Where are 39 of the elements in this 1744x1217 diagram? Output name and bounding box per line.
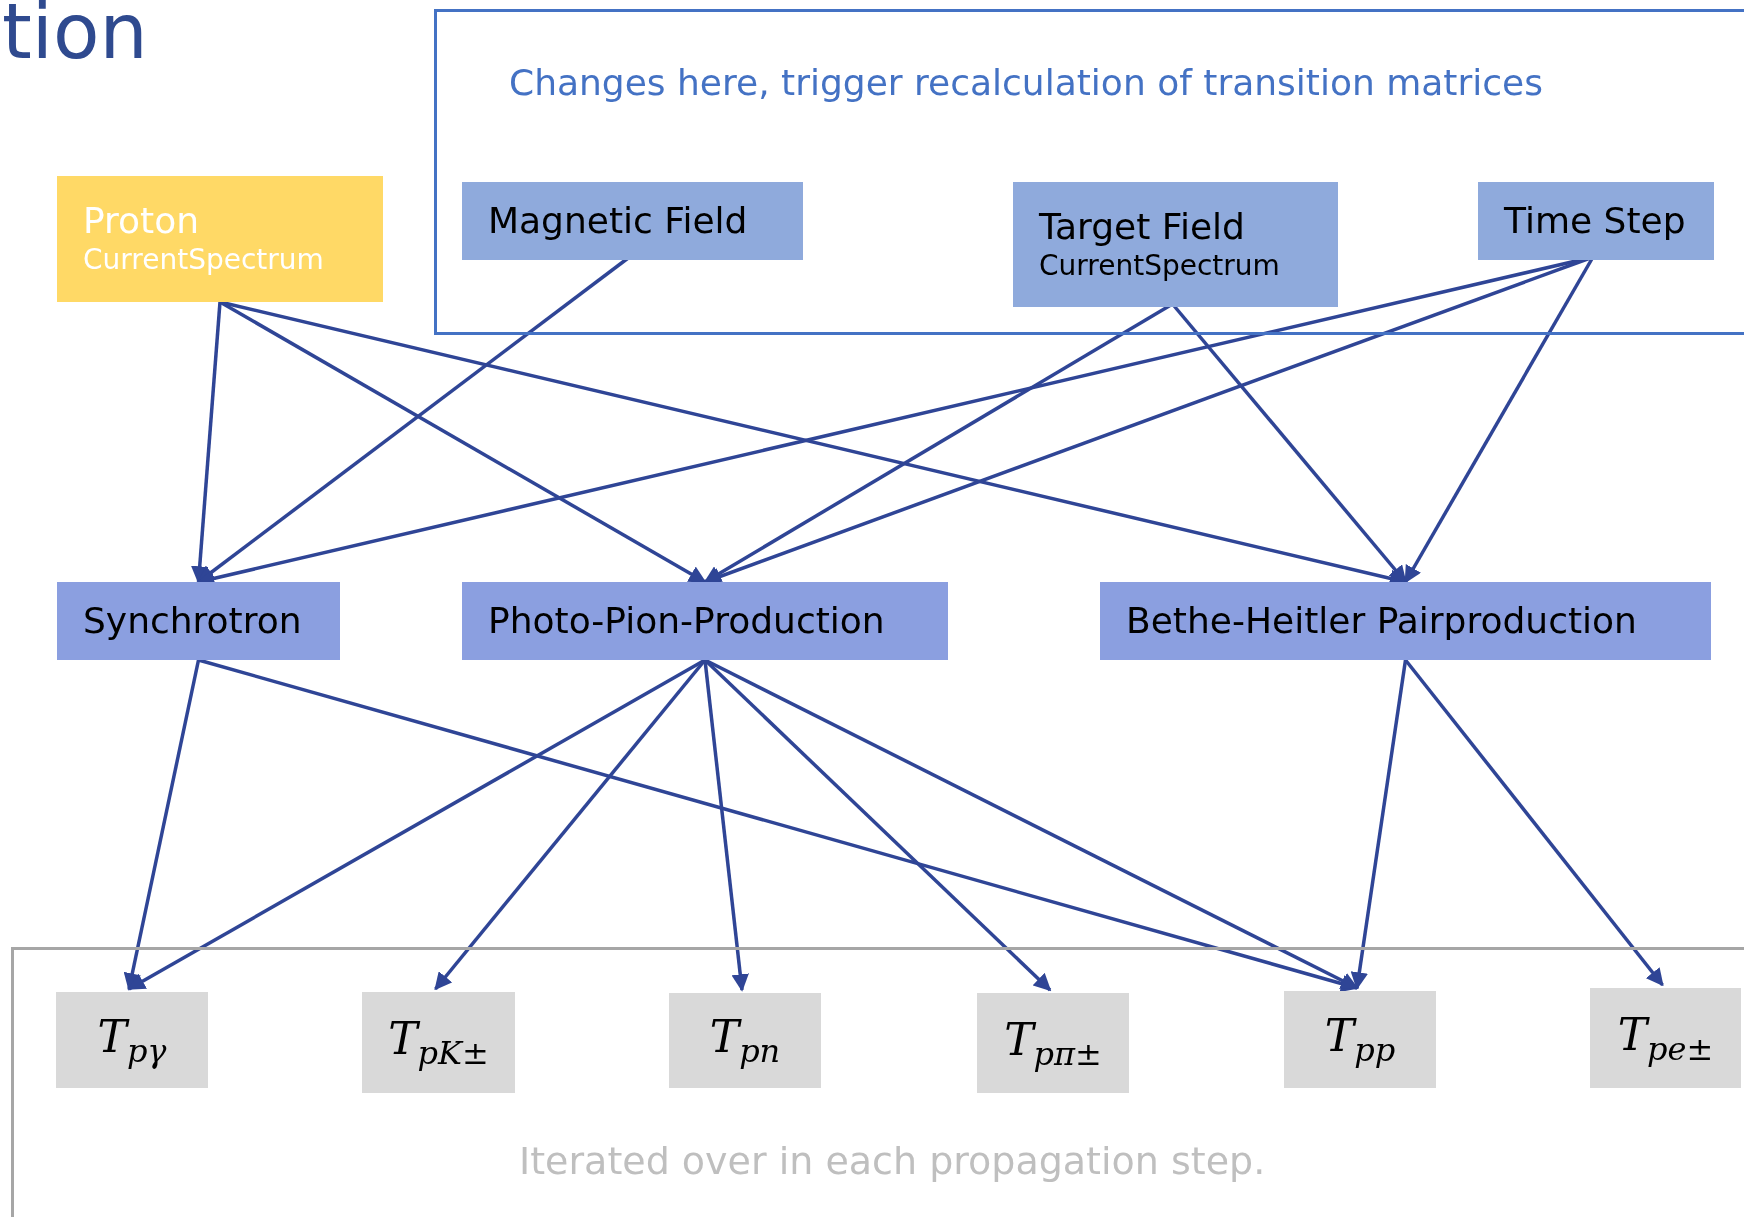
box-subtitle: CurrentSpectrum (1039, 247, 1280, 284)
arrow (198, 658, 1359, 993)
arrow (1404, 658, 1664, 987)
matrix-box (669, 993, 821, 1088)
box-title: Proton (83, 199, 200, 243)
matrix-symbol: T$_{pK±}$ (388, 1013, 489, 1072)
input-box (1478, 182, 1714, 260)
matrix-symbol: T$_{pπ±}$ (1004, 1013, 1102, 1073)
process-box (462, 582, 948, 660)
box-subtitle: CurrentSpectrum (83, 242, 324, 279)
matrix-box (56, 992, 208, 1088)
box-title: Time Step (1504, 199, 1686, 243)
box-title: Magnetic Field (488, 199, 748, 243)
matrix-box (1284, 991, 1436, 1088)
matrix-box (977, 993, 1129, 1093)
arrow (1350, 659, 1408, 990)
matrix-symbol: T$_{pe±}$ (1617, 1008, 1714, 1068)
matrix-symbol: T$_{pn}$ (709, 1011, 781, 1070)
group-frame (434, 9, 1744, 335)
frame-heading: Iterated over in each propagation step. (519, 1139, 1266, 1183)
box-title: Bethe-Heitler Pairproduction (1126, 599, 1637, 643)
arrow (703, 659, 749, 992)
group-frame (11, 947, 1744, 1217)
box-title: Synchrotron (83, 599, 302, 643)
box-title: Target Field (1039, 204, 1245, 248)
input-box (462, 182, 803, 260)
arrow (191, 301, 222, 584)
matrix-box (1590, 988, 1741, 1088)
box-title: Photo-Pion-Production (488, 599, 885, 643)
arrow (123, 659, 201, 991)
frame-heading: Changes here, trigger recalculation of transition matrices (509, 62, 1543, 103)
matrix-symbol: T$_{pγ}$ (97, 1010, 167, 1070)
matrix-symbol: T$_{pp}$ (1324, 1010, 1396, 1069)
slide-title: tion (2, 0, 148, 72)
input-box (57, 176, 383, 302)
process-box (1100, 582, 1711, 660)
input-box (1013, 182, 1338, 307)
matrix-box (362, 992, 515, 1093)
process-box (57, 582, 340, 660)
